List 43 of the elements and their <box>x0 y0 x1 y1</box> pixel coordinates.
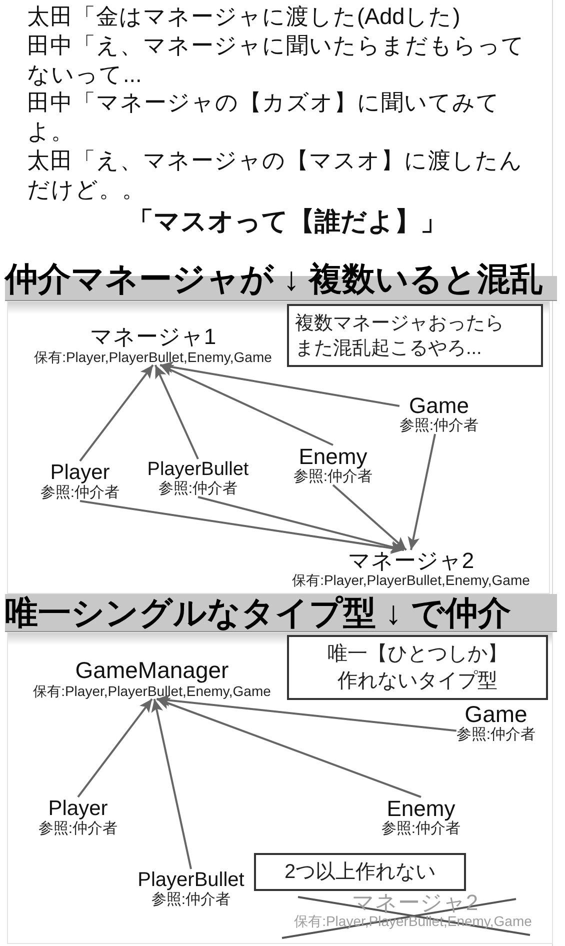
speech-line: 田中「え、マネージャに聞いたらまだもらってないって... <box>27 32 526 89</box>
node-sublabel: 保有:Player,PlayerBullet,Enemy,Game <box>292 572 530 588</box>
arrow <box>156 698 422 798</box>
note-box: 複数マネージャおったらまた混乱起こるやろ... <box>287 304 543 367</box>
node-label: Enemy <box>298 445 368 468</box>
node-label: マネージャ1 <box>90 324 216 349</box>
node-sublabel: 参照:仲介者 <box>38 820 118 837</box>
arrow <box>198 496 404 553</box>
speech-line: 太田「え、マネージャの【マスオ】に渡したんだけど。。 <box>27 146 524 204</box>
node-sublabel: 参照:仲介者 <box>399 417 479 434</box>
arrow <box>80 500 404 554</box>
arrow <box>79 364 154 462</box>
note-box: 2つ以上作れない <box>254 853 466 891</box>
note-box: 唯一【ひとつしか】作れないタイプ型 <box>287 635 548 700</box>
node-sublabel: 参照:仲介者 <box>293 468 373 485</box>
speech-line: 田中「マネージャの【カズオ】に聞いてみてよ。 <box>27 89 501 146</box>
node-label: PlayerBullet <box>138 869 244 891</box>
node-sublabel: 参照:仲介者 <box>158 480 238 497</box>
node-sublabel: 参照:仲介者 <box>40 484 120 501</box>
arrow <box>160 361 400 407</box>
heading-banner: 唯一シングルなタイプ型 ↓ で仲介 <box>5 594 557 632</box>
node-sublabel: 参照:仲介者 <box>381 820 461 837</box>
arrow <box>332 484 407 551</box>
node-label: マネージャ2 <box>348 550 474 572</box>
node-sublabel: 保有:Player,PlayerBullet,Enemy,Game <box>33 683 271 699</box>
arrow <box>160 364 334 446</box>
node-sublabel: 保有:Player,PlayerBullet,Enemy,Game <box>34 349 272 365</box>
arrow <box>408 434 436 550</box>
node-sublabel: 参照:仲介者 <box>151 891 231 908</box>
node-label: Player <box>48 797 108 820</box>
node-label: Game <box>409 394 469 417</box>
arrow <box>154 364 199 460</box>
node-label: Game <box>464 702 528 726</box>
node-label: PlayerBullet <box>147 459 249 480</box>
node-sublabel: 参照:仲介者 <box>456 726 536 743</box>
arrow <box>156 694 457 732</box>
punchline: 「マスオって【誰だよ】」 <box>128 204 446 237</box>
speech-line: 太田「金はマネージャに渡した(Addした) <box>27 3 460 31</box>
node-label: GameManager <box>75 658 229 683</box>
node-label: Enemy <box>386 797 456 820</box>
arrow <box>77 698 153 798</box>
arrow <box>151 698 192 870</box>
node-label: Player <box>50 461 110 484</box>
